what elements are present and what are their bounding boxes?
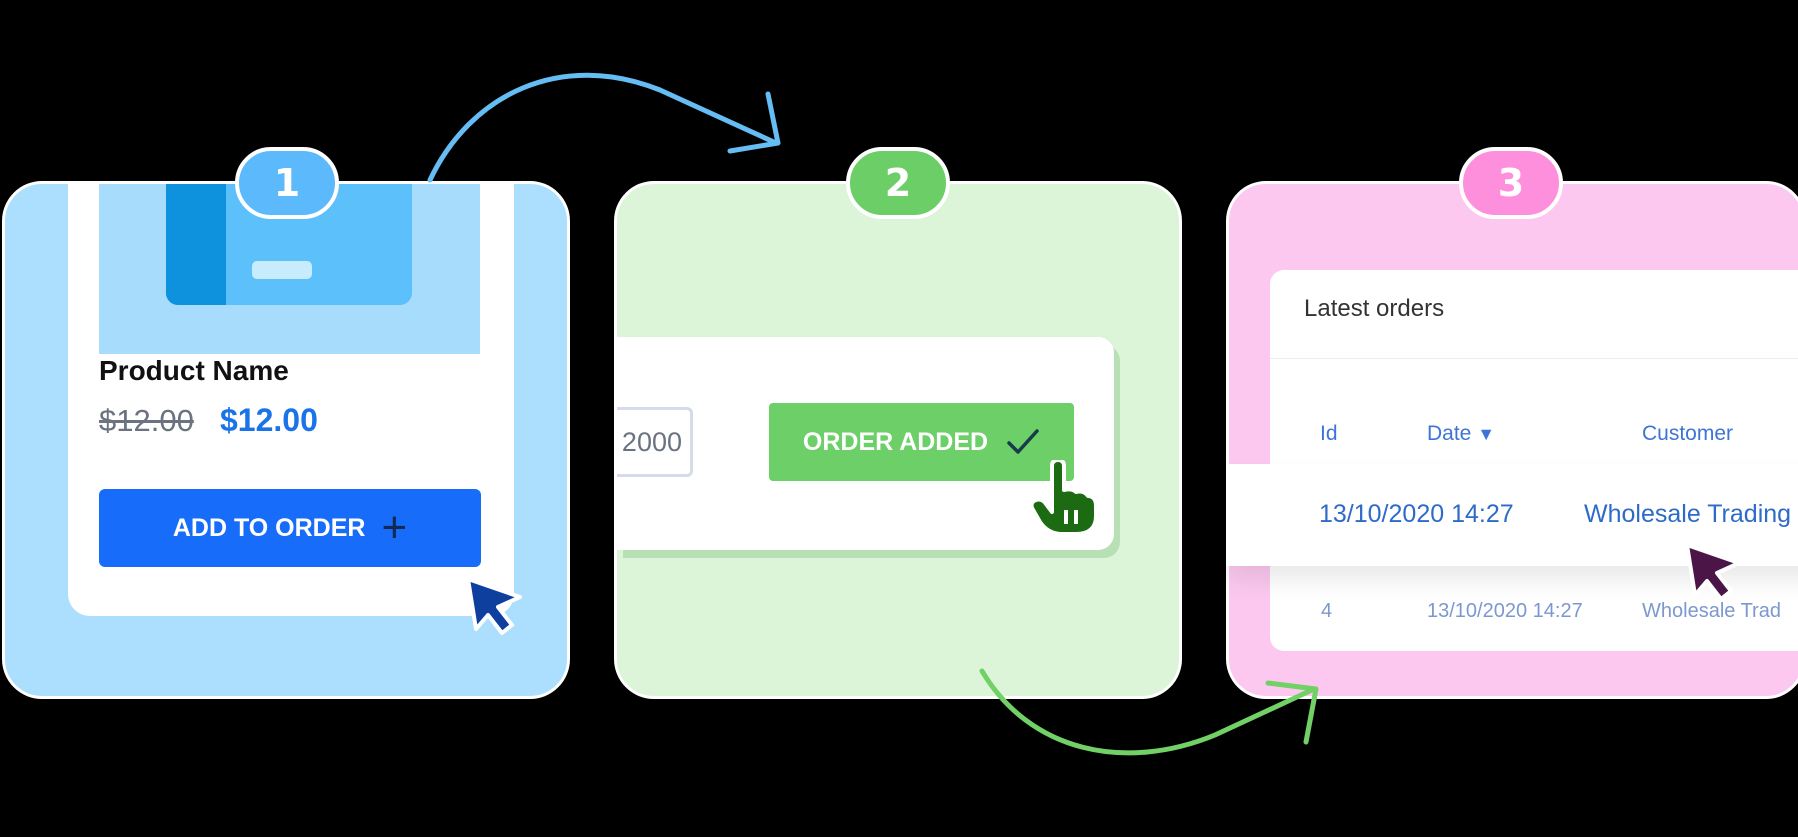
arrow-pointer-icon — [466, 577, 522, 635]
faded-row-id: 4 — [1321, 600, 1333, 622]
faded-row-date: 13/10/2020 14:27 — [1427, 600, 1583, 622]
book-spine — [166, 184, 226, 305]
product-card: Product Name $12.00 $12.00 ADD TO ORDER … — [68, 184, 514, 616]
step-1-panel: Product Name $12.00 $12.00 ADD TO ORDER … — [2, 181, 570, 699]
column-header-date-label: Date — [1427, 422, 1472, 445]
book-label — [252, 261, 312, 279]
price: $12.00 — [220, 402, 318, 438]
add-to-order-label: ADD TO ORDER — [172, 513, 366, 542]
checkmark-icon — [1007, 429, 1039, 454]
plus-icon: + — [381, 503, 408, 552]
quantity-input[interactable]: 2000 — [617, 407, 693, 477]
order-card: 2000 ORDER ADDED — [617, 337, 1114, 550]
order-added-label: ORDER ADDED — [802, 427, 989, 456]
add-to-order-button[interactable]: ADD TO ORDER + — [99, 489, 481, 567]
hand-pointer-icon — [1029, 460, 1098, 536]
step-2-badge: 2 — [846, 147, 950, 219]
order-added-button[interactable]: ORDER ADDED — [769, 403, 1074, 481]
old-price: $12.00 — [99, 403, 194, 438]
curved-arrow-icon — [979, 668, 1319, 756]
step-2-panel: 2000 ORDER ADDED — [614, 181, 1182, 699]
row-date: 13/10/2020 14:27 — [1319, 500, 1514, 528]
product-name: Product Name — [99, 355, 289, 386]
column-header-id[interactable]: Id — [1320, 422, 1338, 445]
divider — [1270, 358, 1798, 359]
row-customer-link[interactable]: Wholesale Trading L — [1584, 500, 1798, 528]
book-icon — [166, 184, 412, 305]
arrow-pointer-icon — [1685, 543, 1741, 601]
faded-row-customer[interactable]: Wholesale Trad — [1642, 600, 1781, 622]
column-header-date[interactable]: Date ▼ — [1427, 422, 1495, 446]
step-3-badge: 3 — [1459, 147, 1563, 219]
step-1-badge: 1 — [235, 147, 339, 219]
curved-arrow-icon — [427, 72, 781, 183]
sort-down-icon: ▼ — [1477, 424, 1496, 444]
orders-title: Latest orders — [1304, 295, 1445, 322]
column-header-customer[interactable]: Customer — [1642, 422, 1734, 445]
